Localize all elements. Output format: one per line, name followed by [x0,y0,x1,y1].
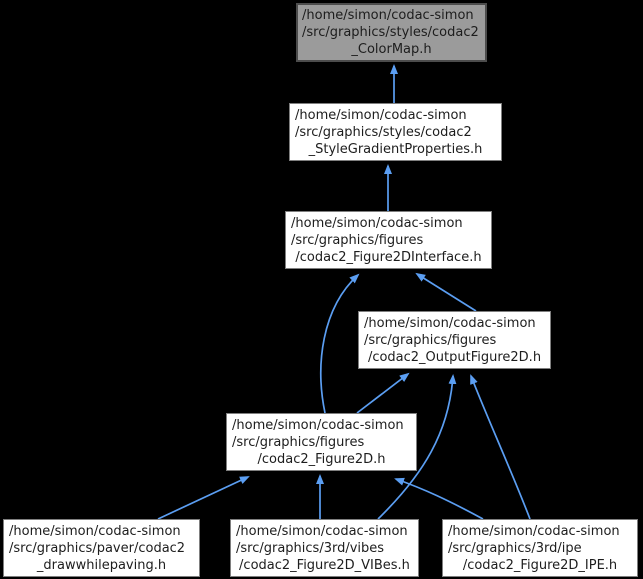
node-path-line: /src/graphics/3rd/vibes [236,541,385,556]
graph-node-figure2d-ipe[interactable]: /home/simon/codac-simon /src/graphics/3r… [442,519,638,577]
node-path-line: /home/simon/codac-simon [302,8,474,23]
node-path-line: /codac2_OutputFigure2D.h [367,350,542,365]
node-path-line: /src/graphics/figures [232,435,365,450]
node-path-line: /src/graphics/styles/codac2 [302,25,479,40]
graph-node-stylegradientproperties[interactable]: /home/simon/codac-simon /src/graphics/st… [289,103,502,161]
node-path-line: /src/graphics/paver/codac2 [9,541,186,556]
edge-outputfigure2d-to-figure2dinterface [415,272,477,312]
node-path-line: /home/simon/codac-simon [236,524,408,539]
graph-node-figure2d-vibes[interactable]: /home/simon/codac-simon /src/graphics/3r… [230,519,419,577]
node-path-line: /src/graphics/styles/codac2 [295,125,472,140]
node-path-line: /codac2_Figure2D_VIBes.h [239,558,410,573]
node-path-line: /src/graphics/3rd/ipe [448,541,582,556]
edge-figure2d-ipe-to-outputfigure2d [470,374,531,520]
node-path-line: _StyleGradientProperties.h [308,142,483,157]
edge-figure2d-ipe-to-figure2d [394,477,484,520]
node-path-line: /home/simon/codac-simon [232,418,404,433]
graph-node-outputfigure2d[interactable]: /home/simon/codac-simon /src/graphics/fi… [358,311,551,369]
edge-figure2d-to-figure2dinterface [320,273,360,414]
node-path-line: /src/graphics/figures [291,233,424,248]
graph-node-figure2d[interactable]: /home/simon/codac-simon /src/graphics/fi… [226,413,417,471]
node-path-line: _drawwhilepaving.h [36,558,167,573]
edge-figure2d-to-outputfigure2d [356,372,410,414]
graph-node-figure2dinterface[interactable]: /home/simon/codac-simon /src/graphics/fi… [285,211,492,269]
node-path-line: /codac2_Figure2D_IPE.h [462,558,618,573]
edge-drawwhilepaving-to-figure2d [157,476,250,520]
node-path-line: /src/graphics/figures [364,333,497,348]
node-path-line: /home/simon/codac-simon [448,524,620,539]
node-path-line: /home/simon/codac-simon [291,216,463,231]
node-path-line: _ColorMap.h [351,42,432,57]
node-path-line: /home/simon/codac-simon [295,108,467,123]
graph-node-colormap[interactable]: /home/simon/codac-simon /src/graphics/st… [296,3,487,62]
node-path-line: /home/simon/codac-simon [364,316,536,331]
graph-node-drawwhilepaving[interactable]: /home/simon/codac-simon /src/graphics/pa… [3,519,200,577]
edge-figure2d-vibes-to-outputfigure2d [377,374,457,520]
node-path-line: /codac2_Figure2DInterface.h [295,250,482,265]
node-path-line: /home/simon/codac-simon [9,524,181,539]
node-path-line: /codac2_Figure2D.h [257,452,386,467]
